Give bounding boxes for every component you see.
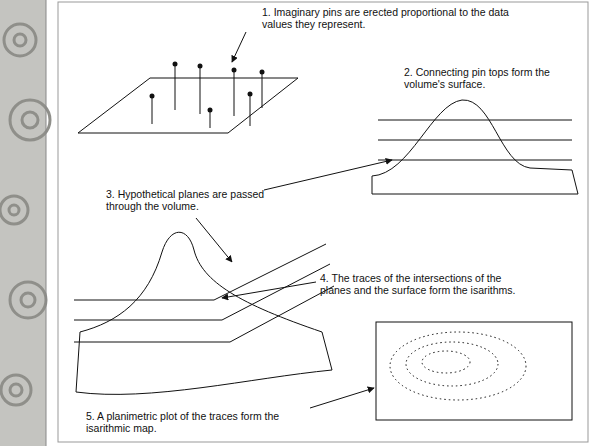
surface-3d: [80, 232, 322, 332]
pins: [152, 64, 262, 128]
figure-frame: [58, 2, 588, 442]
step-note: 3. Hypothetical planes are passed throug…: [106, 188, 284, 212]
leader-arrows: [196, 32, 392, 408]
base-plane: [78, 78, 298, 133]
step-note: 2. Connecting pin tops form the volume's…: [404, 66, 576, 90]
step-note: 1. Imaginary pins are erected proportion…: [262, 6, 512, 30]
volume-surface: [372, 100, 578, 194]
decor-strip: [0, 0, 46, 446]
hypothetical-planes: [74, 244, 334, 342]
step-note: 5. A planimetric plot of the traces form…: [86, 410, 286, 434]
map-frame: [376, 322, 572, 420]
gear-decor: [0, 24, 50, 405]
isarithms: [390, 332, 526, 400]
pin-tops: [150, 62, 265, 113]
step-note: 4. The traces of the intersections of th…: [320, 272, 534, 296]
surface-edge: [76, 332, 332, 394]
